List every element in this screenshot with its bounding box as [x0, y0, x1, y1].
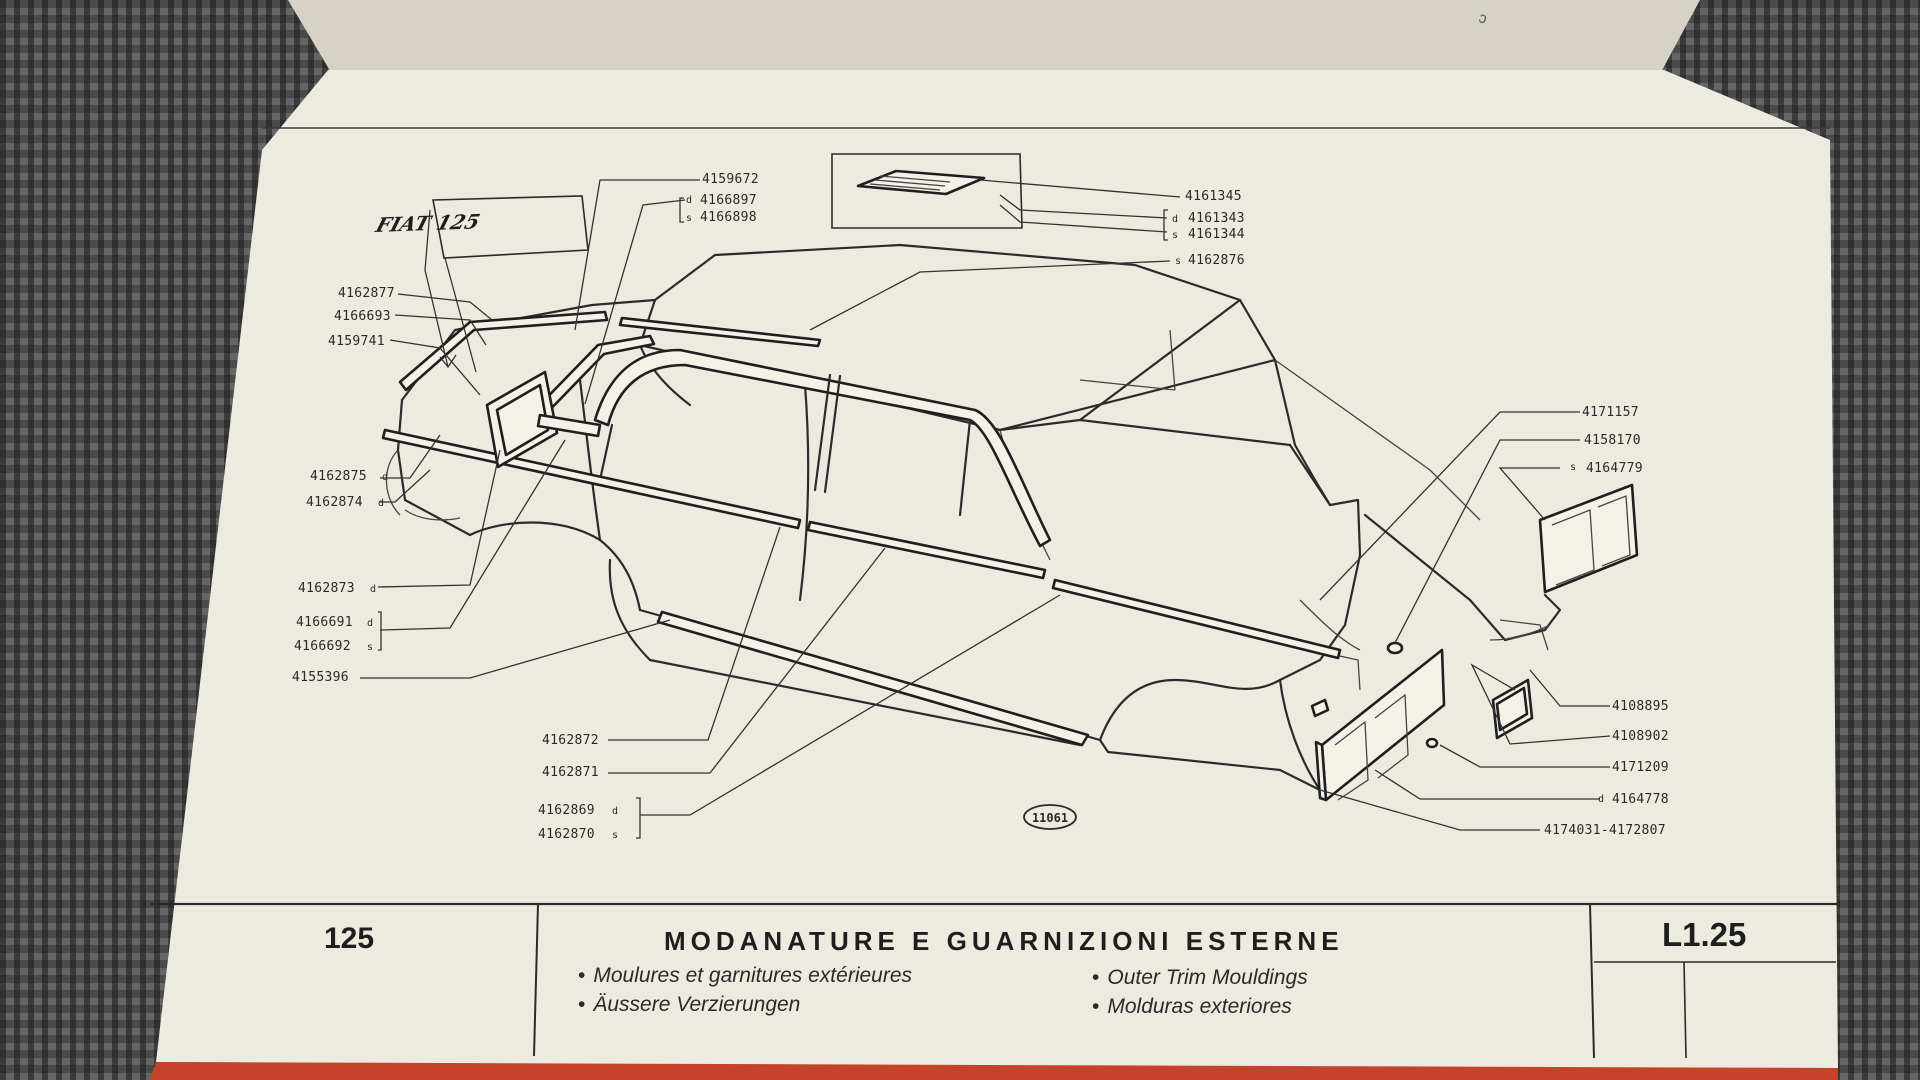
- subtitle-french: • Moulures et garnitures extérieures: [578, 964, 912, 988]
- bullet: •: [578, 964, 586, 987]
- side-marker-d: d: [686, 195, 692, 206]
- window-frames: [593, 348, 1052, 548]
- footer-divider-right: [1589, 903, 1595, 1059]
- bullet: •: [1092, 995, 1100, 1018]
- side-mouldings: [381, 310, 1342, 747]
- diagram-number: 11061: [1032, 811, 1068, 825]
- subtitle-german: • Äussere Verzierungen: [578, 993, 800, 1017]
- rear-quarter-parts: [485, 370, 602, 469]
- side-marker-d: d: [370, 584, 376, 595]
- subtitle-spanish: • Molduras exteriores: [1092, 995, 1292, 1019]
- model-number: 125: [324, 922, 375, 955]
- bullet: •: [578, 993, 586, 1016]
- part-label-4162876: 4162876: [1188, 253, 1245, 268]
- side-marker-d: d: [367, 618, 373, 629]
- part-label-4162877: 4162877: [338, 286, 395, 301]
- part-labels: 4159672 d 4166897 s 4166898 4161345 d 41…: [292, 172, 1669, 842]
- roof-vent-inset-box: [831, 153, 1023, 229]
- part-label-4159741: 4159741: [328, 334, 385, 349]
- part-label-4108895: 4108895: [1612, 699, 1669, 714]
- subtitle-english-text: Outer Trim Mouldings: [1107, 966, 1308, 989]
- side-marker-d: d: [1172, 214, 1178, 225]
- side-marker-d: d: [612, 806, 618, 817]
- side-marker-s: s: [1175, 256, 1181, 267]
- part-label-4162873: 4162873: [298, 581, 355, 596]
- side-marker-d: d: [1598, 794, 1604, 805]
- side-marker-s: s: [367, 642, 373, 653]
- pair-brackets: [378, 197, 1168, 839]
- front-grille-assembly: [1310, 483, 1639, 802]
- section-code: L1.25: [1662, 916, 1747, 953]
- part-label-4166691: 4166691: [296, 615, 353, 630]
- part-label-4162870: 4162870: [538, 827, 595, 842]
- part-label-4162869: 4162869: [538, 803, 595, 818]
- part-label-4162875: 4162875: [310, 469, 367, 484]
- part-label-4159672: 4159672: [702, 172, 759, 187]
- subtitle-spanish-text: Molduras exteriores: [1107, 995, 1292, 1018]
- roof-vent-part: [856, 169, 986, 196]
- footer-divider-left: [533, 903, 539, 1057]
- part-label-4164779: 4164779: [1586, 461, 1643, 476]
- part-label-4155396: 4155396: [292, 670, 349, 685]
- part-label-4162871: 4162871: [542, 765, 599, 780]
- part-label-4158170: 4158170: [1584, 433, 1641, 448]
- part-label-4108902: 4108902: [1612, 729, 1669, 744]
- fiat-logo-inset: FIAT 125: [372, 195, 589, 373]
- footer-code-divider: [1683, 961, 1687, 1059]
- part-label-4171157: 4171157: [1582, 405, 1639, 420]
- part-label-4174031-4172807: 4174031-4172807: [1544, 823, 1666, 838]
- side-marker-s: s: [1570, 462, 1576, 473]
- fiat-logo-badge: FIAT 125: [372, 210, 482, 237]
- subtitle-french-text: Moulures et garnitures extérieures: [593, 964, 913, 987]
- side-marker-d: d: [382, 472, 388, 483]
- part-label-4164778: 4164778: [1612, 792, 1669, 807]
- part-label-4171209: 4171209: [1612, 760, 1669, 775]
- bullet: •: [1092, 966, 1100, 989]
- side-marker-s: s: [1172, 230, 1178, 241]
- part-label-4161344: 4161344: [1188, 227, 1245, 242]
- part-label-4162872: 4162872: [542, 733, 599, 748]
- part-label-4166897: 4166897: [700, 193, 757, 208]
- subtitle-german-text: Äussere Verzierungen: [593, 993, 801, 1016]
- side-marker-s: s: [612, 830, 618, 841]
- part-label-4166692: 4166692: [294, 639, 351, 654]
- side-marker-s: s: [686, 213, 692, 224]
- part-label-4161345: 4161345: [1185, 189, 1242, 204]
- side-marker-d: d: [378, 498, 384, 509]
- part-label-4162874: 4162874: [306, 495, 363, 510]
- section-title: MODANATURE E GUARNIZIONI ESTERNE: [664, 926, 1344, 956]
- diagram-number-badge: 11061: [1023, 804, 1077, 830]
- part-label-4166693: 4166693: [334, 309, 391, 324]
- leader-lines: [360, 179, 1611, 831]
- subtitle-english: • Outer Trim Mouldings: [1092, 966, 1308, 990]
- part-label-4161343: 4161343: [1188, 211, 1245, 226]
- part-label-4166898: 4166898: [700, 210, 757, 225]
